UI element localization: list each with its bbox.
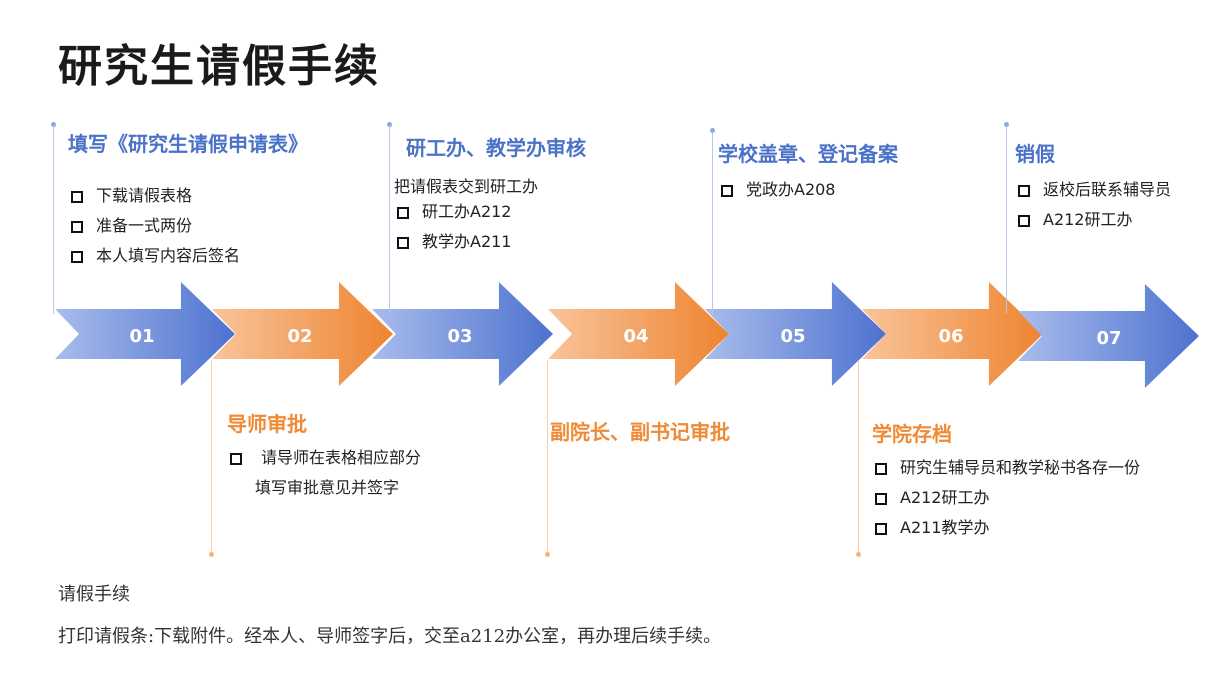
checkbox-icon: [71, 251, 83, 263]
connector-dot: [209, 552, 214, 557]
connector-line: [53, 124, 54, 314]
step-01-block: 填写《研究生请假申请表》 下载请假表格 准备一式两份 本人填写内容后签名: [68, 128, 308, 271]
connector-dot: [545, 552, 550, 557]
step-number-01: 01: [129, 326, 155, 347]
step-02-block: 导师审批 请导师在表格相应部分 填写审批意见并签字: [227, 408, 421, 503]
connector-dot: [710, 128, 715, 133]
step-07-block: 销假 返校后联系辅导员 A212研工办: [1015, 138, 1171, 235]
list-item: A211教学办: [872, 513, 1140, 543]
list-item: 研工办A212: [394, 197, 586, 227]
connector-dot: [387, 122, 392, 127]
list-item: 本人填写内容后签名: [68, 241, 308, 271]
connector-dot: [51, 122, 56, 127]
step-05-block: 学校盖章、登记备案 党政办A208: [718, 138, 898, 205]
checkbox-icon: [875, 493, 887, 505]
checkbox-icon: [230, 453, 242, 465]
step-07-list: 返校后联系辅导员 A212研工办: [1015, 175, 1171, 235]
checkbox-icon: [397, 207, 409, 219]
step-number-06: 06: [938, 326, 964, 347]
list-item: 准备一式两份: [68, 211, 308, 241]
checkbox-icon: [875, 523, 887, 535]
step-03-list: 研工办A212 教学办A211: [394, 197, 586, 257]
checkbox-icon: [875, 463, 887, 475]
list-item: 教学办A211: [394, 227, 586, 257]
connector-line: [389, 124, 390, 314]
list-item: A212研工办: [1015, 205, 1171, 235]
footer-heading: 请假手续: [58, 584, 130, 605]
list-item: 研究生辅导员和教学秘书各存一份: [872, 453, 1140, 483]
step-02-continuation: 填写审批意见并签字: [255, 478, 400, 497]
connector-dot: [856, 552, 861, 557]
step-arrow-06: [862, 282, 1043, 386]
step-03-block: 研工办、教学办审核 把请假表交到研工办 研工办A212 教学办A211: [394, 132, 586, 257]
checkbox-icon: [1018, 215, 1030, 227]
step-01-list: 下载请假表格 准备一式两份 本人填写内容后签名: [68, 181, 308, 271]
step-06-heading: 学院存档: [872, 422, 952, 446]
step-number-03: 03: [447, 326, 473, 347]
step-05-list: 党政办A208: [718, 175, 898, 205]
step-arrow-01: [55, 282, 235, 386]
connector-line: [547, 360, 548, 555]
checkbox-icon: [721, 185, 733, 197]
step-number-07: 07: [1096, 328, 1122, 349]
step-02-heading: 导师审批: [227, 412, 307, 436]
page-title: 研究生请假手续: [58, 41, 380, 92]
connector-line: [712, 130, 713, 314]
step-02-list: 请导师在表格相应部分: [227, 443, 421, 473]
step-03-note: 把请假表交到研工办: [394, 177, 539, 196]
step-06-block: 学院存档 研究生辅导员和教学秘书各存一份 A212研工办 A211教学办: [872, 418, 1140, 543]
step-06-list: 研究生辅导员和教学秘书各存一份 A212研工办 A211教学办: [872, 453, 1140, 543]
step-arrow-02: [212, 282, 393, 386]
footer-description: 打印请假条:下载附件。经本人、导师签字后，交至a212办公室，再办理后续手续。: [58, 626, 722, 647]
list-item: 返校后联系辅导员: [1015, 175, 1171, 205]
list-item: 下载请假表格: [68, 181, 308, 211]
step-05-heading: 学校盖章、登记备案: [718, 142, 898, 166]
connector-line: [211, 360, 212, 555]
list-item: A212研工办: [872, 483, 1140, 513]
step-arrow-05: [705, 282, 886, 386]
checkbox-icon: [71, 191, 83, 203]
step-03-heading: 研工办、教学办审核: [406, 136, 586, 160]
step-arrow-07: [1018, 284, 1199, 388]
step-04-block: 副院长、副书记审批: [550, 416, 730, 445]
step-number-05: 05: [780, 326, 806, 347]
step-01-heading: 填写《研究生请假申请表》: [68, 132, 308, 156]
checkbox-icon: [71, 221, 83, 233]
step-04-heading: 副院长、副书记审批: [550, 420, 730, 444]
connector-dot: [1004, 122, 1009, 127]
connector-line: [858, 360, 859, 555]
list-item: 请导师在表格相应部分: [227, 443, 421, 473]
step-07-heading: 销假: [1015, 142, 1055, 166]
list-item: 党政办A208: [718, 175, 898, 205]
step-number-02: 02: [287, 326, 313, 347]
step-arrow-03: [372, 282, 553, 386]
step-number-04: 04: [623, 326, 649, 347]
connector-line: [1006, 124, 1007, 314]
step-arrow-04: [548, 282, 729, 386]
checkbox-icon: [397, 237, 409, 249]
checkbox-icon: [1018, 185, 1030, 197]
